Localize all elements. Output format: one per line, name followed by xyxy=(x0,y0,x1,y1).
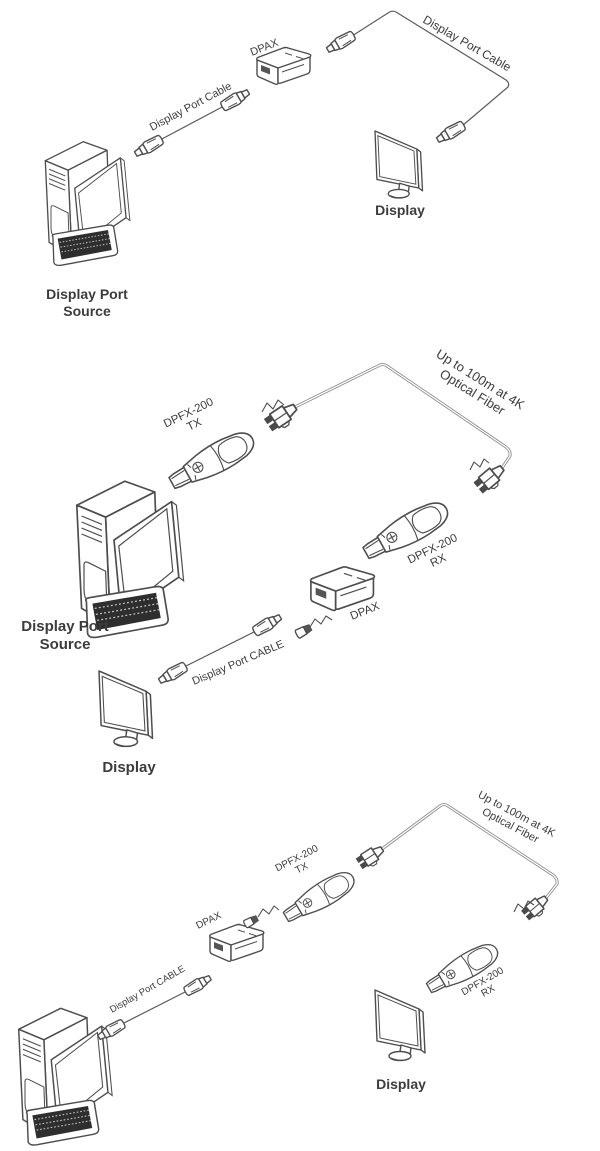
dpfx-200-tx-dongle xyxy=(164,425,261,497)
label-dpfx-200-tx: DPFX-200 TX xyxy=(162,396,216,433)
diagram-fiber-extension-2: Display Port CABLE DPAX DPFX-200 TX Up t… xyxy=(17,789,559,1146)
label-display: Display xyxy=(102,759,156,776)
label-dpax: DPAX xyxy=(194,910,223,932)
diagram-fiber-extension-1: DPFX-200 TX Up to 100m at 4K Optical Fib… xyxy=(21,346,527,776)
svg-text:TX: TX xyxy=(185,416,204,433)
label-display-port-source: Display Port Source xyxy=(46,286,128,319)
connector-lanyard xyxy=(309,615,333,628)
svg-text:Source: Source xyxy=(63,303,111,319)
source-computer-illustration xyxy=(75,480,185,639)
source-computer-illustration xyxy=(17,1007,113,1146)
dp-connector xyxy=(132,133,166,160)
diagram-direct-dpax: Display Port Cable DPAX Display Port Cab… xyxy=(44,10,514,319)
display-monitor-illustration xyxy=(374,989,426,1062)
label-display-port-cable: Display Port CABLE xyxy=(108,964,187,1016)
latch-plug xyxy=(242,913,260,929)
display-monitor-illustration xyxy=(374,130,424,199)
svg-text:Source: Source xyxy=(40,636,91,653)
label-display-port-cable: Display Port CABLE xyxy=(190,638,285,688)
connector-lanyard xyxy=(261,399,285,413)
label-display-port-cable: Display Port Cable xyxy=(421,12,514,74)
svg-text:Display Port: Display Port xyxy=(21,618,109,635)
label-optical-fiber: Up to 100m at 4K Optical Fiber xyxy=(476,789,558,846)
connector-lanyard xyxy=(513,900,535,913)
label-dpfx-200-tx: DPFX-200 TX xyxy=(274,843,321,877)
dpax-adapter xyxy=(209,923,265,963)
label-display: Display xyxy=(375,202,425,218)
dp-connector xyxy=(324,29,358,56)
connector-lanyard xyxy=(257,905,280,918)
dp-connector xyxy=(434,119,468,146)
dp-connector xyxy=(250,611,284,638)
label-display: Display xyxy=(376,1076,426,1092)
dpax-adapter xyxy=(309,566,376,612)
source-computer-illustration xyxy=(44,141,131,267)
label-display-port-source: Display Port Source xyxy=(21,618,109,653)
display-port-cable xyxy=(351,10,510,127)
label-optical-fiber: Up to 100m at 4K Optical Fiber xyxy=(434,346,528,418)
display-monitor-illustration xyxy=(98,670,154,748)
connector-lanyard xyxy=(469,458,490,471)
optical-fiber-cable xyxy=(381,803,558,899)
dp-connector xyxy=(181,972,214,998)
dpfx-200-tx-dongle xyxy=(279,865,360,929)
display-port-cable xyxy=(159,105,225,141)
optical-fiber-cable xyxy=(294,363,511,469)
svg-text:Display Port: Display Port xyxy=(46,286,128,302)
svg-text:TX: TX xyxy=(294,861,311,877)
latch-plug xyxy=(293,622,314,640)
dp-connector xyxy=(156,660,190,687)
display-port-cable xyxy=(121,990,188,1025)
display-port-cable xyxy=(183,630,257,668)
